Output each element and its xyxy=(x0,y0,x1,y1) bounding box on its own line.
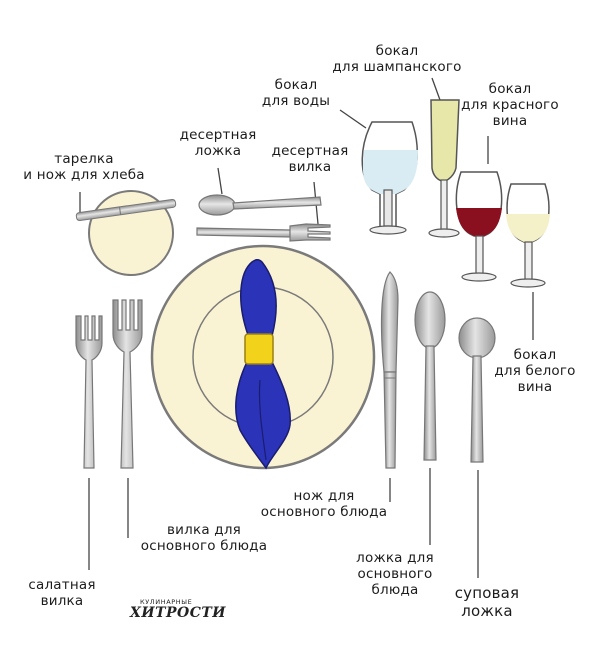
white-wine-glass-shape xyxy=(506,183,550,288)
label-water-glass: бокал для воды xyxy=(261,77,331,109)
label-main-spoon: ложка для основного блюда xyxy=(356,550,434,598)
soup-spoon-shape xyxy=(458,317,496,463)
red-wine-glass-shape xyxy=(455,171,503,282)
label-main-fork: вилка для основного блюда xyxy=(140,522,268,554)
dessert-spoon xyxy=(198,194,322,216)
main-spoon-shape xyxy=(414,291,446,461)
label-soup-spoon: суповая ложка xyxy=(454,584,520,620)
label-red-wine-glass: бокал для красного вина xyxy=(461,81,559,129)
dessert-fork xyxy=(196,223,331,242)
label-white-wine-glass: бокал для белого вина xyxy=(494,347,576,395)
water-glass-shape xyxy=(361,121,418,235)
champagne-glass-shape xyxy=(428,99,460,238)
napkin xyxy=(235,258,291,470)
leader-water-glass xyxy=(339,109,367,129)
label-dessert-fork: десертная вилка xyxy=(271,143,349,175)
bread-knife xyxy=(75,198,177,222)
brand-logo: КУЛИНАРНЫЕ ХИТРОСТИ xyxy=(130,598,227,621)
label-champagne-glass: бокал для шампанского xyxy=(332,43,462,75)
label-salad-fork: салатная вилка xyxy=(28,577,96,609)
label-dessert-spoon: десертная ложка xyxy=(179,127,257,159)
leader-champagne-glass xyxy=(431,77,441,101)
bread-plate xyxy=(75,190,177,276)
label-main-knife: нож для основного блюда xyxy=(260,488,388,520)
leader-lines xyxy=(79,77,534,578)
salad-fork-shape xyxy=(75,315,103,469)
label-bread-plate: тарелка и нож для хлеба xyxy=(23,151,145,183)
napkin-ring xyxy=(244,333,274,365)
leader-dessert-spoon xyxy=(217,167,223,195)
main-fork-shape xyxy=(112,299,143,469)
main-knife-shape xyxy=(380,271,399,469)
